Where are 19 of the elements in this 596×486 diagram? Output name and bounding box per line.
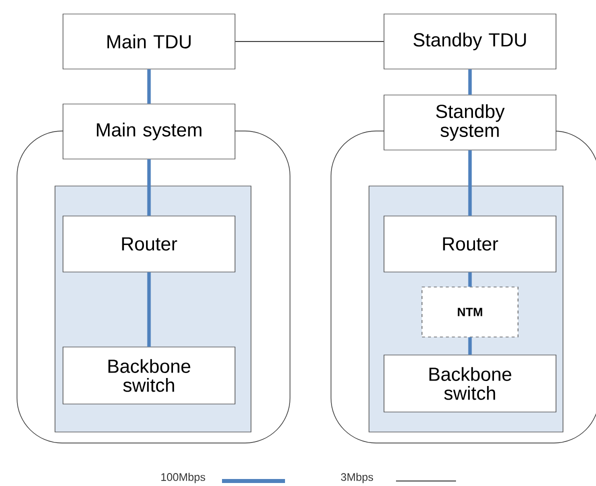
system-box: Main system: [62, 104, 236, 160]
switch-box: Backbone switch: [384, 354, 556, 412]
connector-line: [234, 41, 384, 42]
connector-line: [468, 69, 472, 95]
module-box: NTM: [422, 286, 518, 338]
tdu-box: Standby TDU: [384, 14, 556, 70]
router-box: Router: [384, 216, 556, 272]
connector-line: [468, 272, 472, 287]
connector-line: [147, 159, 151, 216]
switch-box: Backbone switch: [62, 346, 236, 404]
legend-label: 3Mbps: [340, 472, 374, 484]
tdu-box: Main TDU: [62, 14, 236, 70]
connector-line: [147, 272, 151, 347]
legend-label: 100Mbps: [161, 472, 206, 484]
system-box: Standby system: [384, 94, 556, 150]
connector-line: [147, 69, 151, 104]
router-box: Router: [62, 216, 236, 272]
connector-line: [468, 337, 472, 355]
connector-line: [468, 150, 472, 216]
